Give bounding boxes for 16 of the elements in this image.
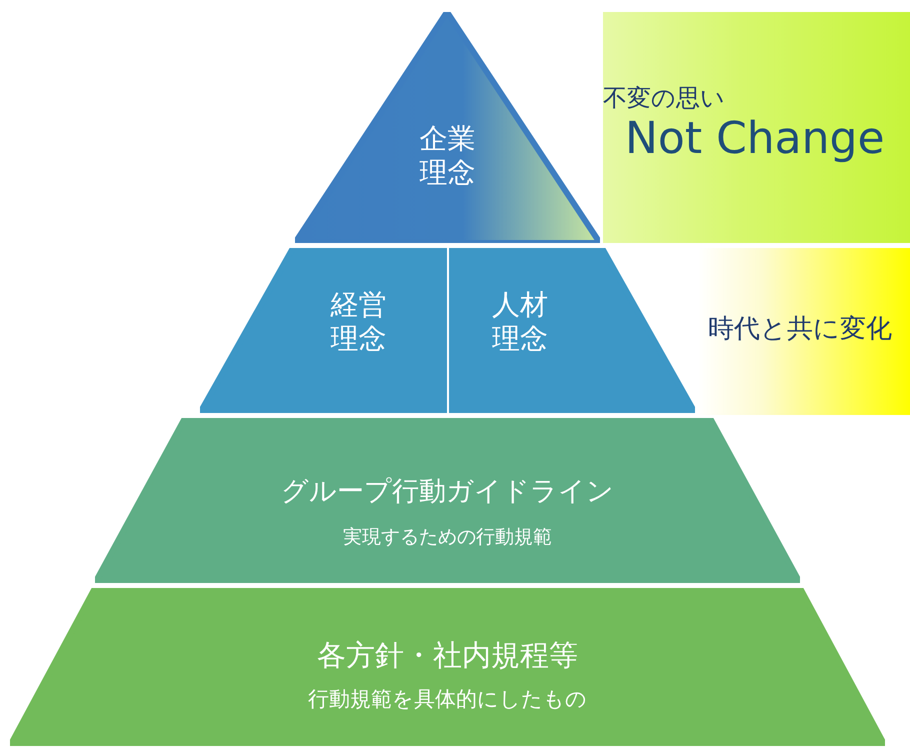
- pyramid-tier: [295, 12, 600, 243]
- tier-title: 各方針・社内規程等: [317, 638, 578, 673]
- tier-description: 行動規範を具体的にしたもの: [308, 686, 587, 712]
- band-label: 時代と共に変化: [708, 314, 892, 346]
- tier-label: 人材理念: [491, 288, 549, 356]
- highlight-band: [603, 12, 910, 243]
- band-title: Not Change: [625, 112, 885, 166]
- pyramid-tier: [95, 418, 800, 583]
- tier-description: 実現するための行動規範: [343, 526, 552, 550]
- tier-label: 経営理念: [330, 288, 388, 356]
- pyramid-tier: [10, 588, 885, 746]
- tier-label: 企業理念: [418, 122, 476, 190]
- band-label: 不変の思い: [603, 84, 725, 113]
- tier-title: グループ行動ガイドライン: [281, 476, 614, 508]
- pyramid-tier: [449, 248, 695, 413]
- pyramid-tier: [200, 248, 447, 413]
